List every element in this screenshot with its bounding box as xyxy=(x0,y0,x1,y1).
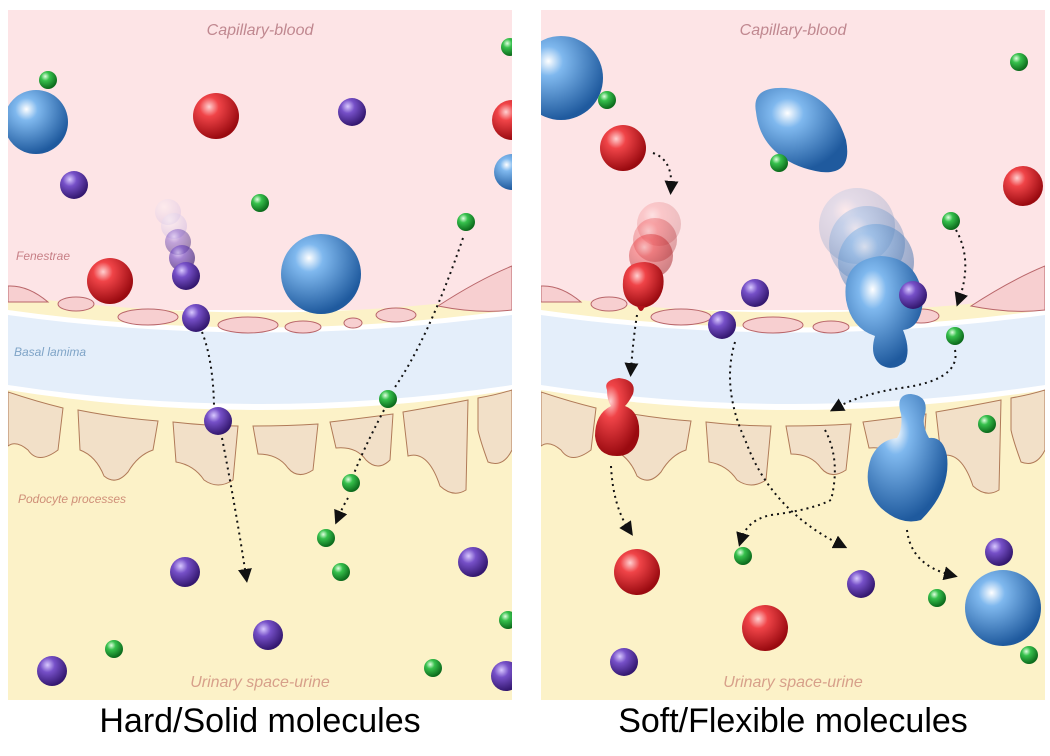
soft-molecules-panel: Capillary-blood Urinary space-urine xyxy=(541,10,1045,700)
purple-molecule xyxy=(899,281,927,309)
trajectory-arrow xyxy=(334,497,349,525)
trajectory-arrow xyxy=(392,237,464,391)
green-molecule xyxy=(928,589,946,607)
purple-molecule xyxy=(253,620,283,650)
purple-molecule xyxy=(847,570,875,598)
green-molecule xyxy=(598,91,616,109)
red-molecule xyxy=(614,549,660,595)
red-molecule xyxy=(742,605,788,651)
blue-molecule xyxy=(281,234,361,314)
capillary-blood-label: Capillary-blood xyxy=(739,22,847,39)
urinary-space-label: Urinary space-urine xyxy=(723,674,863,691)
green-molecule xyxy=(457,213,475,231)
green-molecule xyxy=(39,71,57,89)
hard-molecules-panel: Capillary-blood Fenestrae Basal lamima P… xyxy=(8,10,512,700)
trajectory-arrow xyxy=(652,152,679,195)
red-molecule xyxy=(492,100,512,140)
green-molecule xyxy=(251,194,269,212)
red-motion-trail xyxy=(622,202,681,311)
basal-lamina-band xyxy=(541,315,1045,404)
trajectory-arrow xyxy=(736,429,836,547)
purple-molecule xyxy=(170,557,200,587)
podocyte-processes xyxy=(8,389,512,494)
podocyte-processes-label: Podocyte processes xyxy=(18,492,127,506)
purple-molecule xyxy=(60,171,88,199)
deformed-red-molecule xyxy=(595,378,640,456)
purple-molecule xyxy=(204,407,232,435)
urinary-space-label: Urinary space-urine xyxy=(190,674,330,691)
green-molecule xyxy=(342,474,360,492)
trajectory-arrow xyxy=(906,529,958,581)
purple-molecule xyxy=(458,547,488,577)
blue-molecule xyxy=(965,570,1041,646)
green-molecule xyxy=(770,154,788,172)
green-molecule xyxy=(501,38,512,56)
purple-motion-trail xyxy=(155,199,200,290)
purple-molecule xyxy=(708,311,736,339)
basal-lamina-band xyxy=(8,315,512,404)
soft-molecules-diagram xyxy=(541,10,1045,700)
blue-molecule xyxy=(494,154,512,190)
green-molecule xyxy=(499,611,512,629)
green-molecule xyxy=(1010,53,1028,71)
fenestrae xyxy=(8,265,512,334)
purple-molecule xyxy=(338,98,366,126)
basal-lamina-label: Basal lamima xyxy=(14,345,87,359)
green-molecule xyxy=(105,640,123,658)
purple-molecule xyxy=(741,279,769,307)
green-molecule xyxy=(946,327,964,345)
green-molecule xyxy=(317,529,335,547)
hard-molecules-diagram xyxy=(8,10,512,700)
fenestrae-label: Fenestrae xyxy=(16,249,71,263)
blue-molecule xyxy=(541,36,603,120)
purple-molecule xyxy=(37,656,67,686)
purple-molecule xyxy=(491,661,512,691)
green-molecule xyxy=(424,659,442,677)
green-molecule xyxy=(1020,646,1038,664)
capillary-blood-region xyxy=(8,10,512,310)
red-molecule xyxy=(1003,166,1043,206)
trajectory-arrow xyxy=(201,331,215,406)
green-molecule xyxy=(332,563,350,581)
red-molecule xyxy=(600,125,646,171)
purple-molecule xyxy=(985,538,1013,566)
blue-motion-trail xyxy=(819,188,923,368)
deformed-blue-molecule xyxy=(867,394,948,522)
soft-molecules-caption: Soft/Flexible molecules xyxy=(618,702,968,740)
deformable-blue-molecule xyxy=(755,87,848,173)
blue-molecule xyxy=(8,90,68,154)
trajectory-arrow xyxy=(954,229,968,307)
green-molecule xyxy=(942,212,960,230)
trajectory-arrow xyxy=(728,341,848,549)
red-molecule xyxy=(193,93,239,139)
purple-molecule xyxy=(610,648,638,676)
red-molecule xyxy=(87,258,133,304)
capillary-blood-label: Capillary-blood xyxy=(206,22,314,39)
green-molecule xyxy=(978,415,996,433)
trajectory-arrow xyxy=(610,465,633,536)
green-molecule xyxy=(379,390,397,408)
purple-molecule xyxy=(182,304,210,332)
trajectory-arrow xyxy=(352,409,385,477)
green-molecule xyxy=(734,547,752,565)
hard-molecules-caption: Hard/Solid molecules xyxy=(99,702,421,740)
